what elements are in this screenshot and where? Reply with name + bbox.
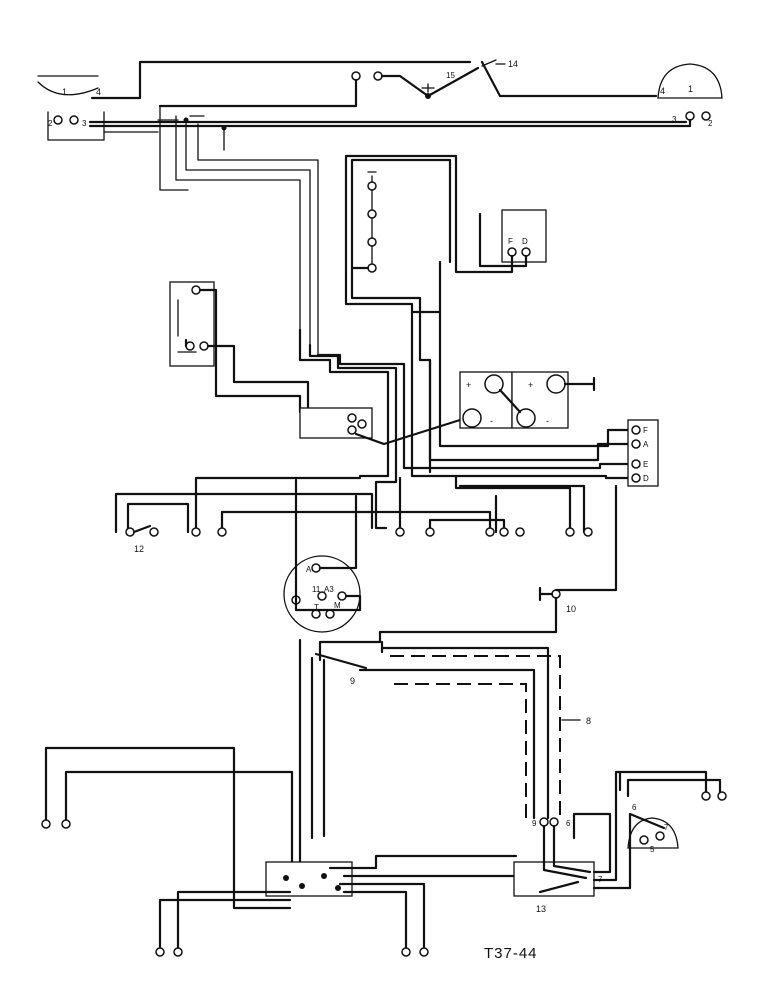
rear-right-junction: 9 6 7 <box>513 817 603 897</box>
generator-terminals: F A E D <box>627 419 659 487</box>
ign-terminal-A3: A3 <box>324 585 334 594</box>
label-14: 14 <box>508 59 518 69</box>
label-8: 8 <box>586 716 591 726</box>
label-11: 11 <box>312 585 321 594</box>
rear-lamp: 5 7 6 <box>627 803 679 854</box>
left-headlamp: 1 <box>37 75 99 97</box>
battery-sign-minus-2: - <box>546 416 549 426</box>
terminal-D: D <box>643 474 649 483</box>
terminal-F: F <box>643 426 648 435</box>
label-7-upper: 7 <box>664 823 669 832</box>
label-12: 12 <box>134 544 144 554</box>
switch-terminal-F: F <box>508 237 513 246</box>
label-4-left: 4 <box>96 87 101 97</box>
label-9-upper: 9 <box>350 676 355 686</box>
label-1-right: 1 <box>688 84 693 94</box>
label-3-left: 3 <box>82 119 87 128</box>
battery-sign-minus-1: - <box>490 416 493 426</box>
switch-terminal-D: D <box>522 237 528 246</box>
terminal-E: E <box>643 460 648 469</box>
ign-terminal-A: A <box>306 565 312 574</box>
fuse-column <box>344 154 458 292</box>
control-box <box>169 281 310 414</box>
drawing-code: T37-44 <box>484 945 538 962</box>
right-side-lamp: 3 2 <box>672 111 713 128</box>
label-4-right: 4 <box>660 86 665 96</box>
ignition-switch: A 11 A3 M T <box>283 478 362 633</box>
label-2-left: 2 <box>48 119 53 128</box>
label-5: 5 <box>650 845 655 854</box>
label-9-lower: 9 <box>532 819 537 828</box>
battery: + + - - <box>459 371 596 429</box>
terminal-A: A <box>643 440 649 449</box>
ign-terminal-M: M <box>334 601 341 610</box>
label-3-right: 3 <box>672 115 677 124</box>
label-6-upper: 6 <box>632 803 637 812</box>
right-headlamp: 1 <box>657 63 723 99</box>
label-6-lower: 6 <box>566 819 571 828</box>
battery-sign-plus-2: + <box>528 380 533 390</box>
label-2-right: 2 <box>708 119 713 128</box>
label-10: 10 <box>566 604 576 614</box>
ign-terminal-T: T <box>314 603 319 612</box>
label-15: 15 <box>446 71 455 80</box>
label-13: 13 <box>536 904 546 914</box>
battery-sign-plus-1: + <box>466 380 471 390</box>
label-1-left: 1 <box>62 87 67 97</box>
regulator <box>299 407 373 439</box>
lighting-switch: F D <box>454 209 547 274</box>
